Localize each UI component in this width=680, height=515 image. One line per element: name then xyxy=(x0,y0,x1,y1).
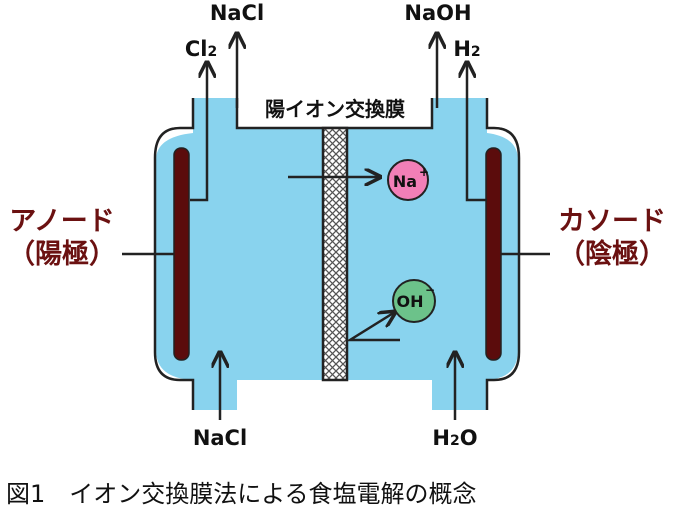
sodium-ion-label: Na xyxy=(393,172,417,191)
chlorine-label: Cl2 xyxy=(185,37,217,61)
hydroxide-ion xyxy=(392,279,436,323)
anode-inlet-label: NaCl xyxy=(193,426,247,450)
membrane-label-bg xyxy=(240,92,430,125)
hydrogen-arrow xyxy=(467,62,487,202)
anode-label: アノード xyxy=(9,206,115,237)
cathode-sub-label: （陰極） xyxy=(558,238,666,270)
membrane-label: 陽イオン交換膜 xyxy=(265,97,405,121)
anode-outlet-label: NaCl xyxy=(210,1,264,25)
cathode-outlet-label: NaOH xyxy=(404,1,471,25)
hydroxide-ion-charge: − xyxy=(425,283,435,297)
hydrogen-label: H2 xyxy=(453,37,480,61)
chlorine-arrow xyxy=(190,62,207,202)
hydroxide-arrow xyxy=(345,312,400,342)
hydroxide-ion-label: OH xyxy=(397,292,424,311)
cathode-inlet-label: H2O xyxy=(432,426,477,450)
sodium-ion-charge: + xyxy=(419,165,429,179)
sodium-ion xyxy=(387,159,429,201)
ion-exchange-membrane xyxy=(321,126,349,382)
anode-sub-label: （陽極） xyxy=(8,239,116,270)
anode-electrode xyxy=(173,147,190,361)
cathode-label: カソード xyxy=(558,206,666,237)
figure-caption: 図1 イオン交換膜法による食塩電解の概念 xyxy=(6,480,477,508)
cathode-electrode xyxy=(485,147,502,361)
